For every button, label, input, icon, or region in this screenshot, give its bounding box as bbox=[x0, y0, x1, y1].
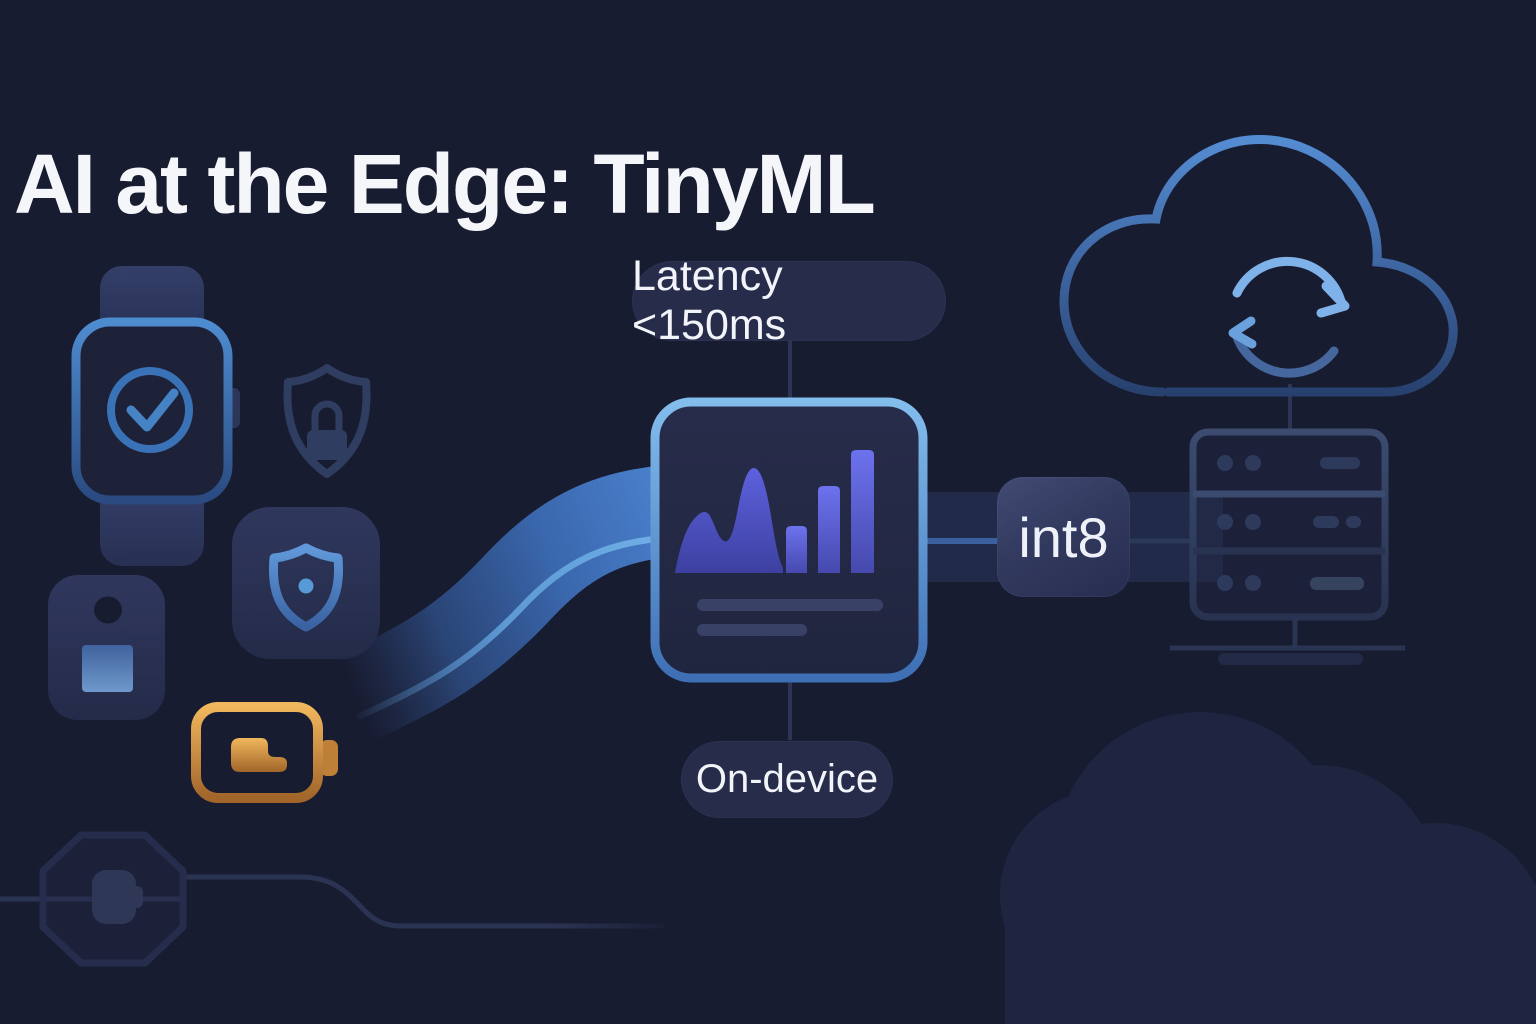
int8-label: int8 bbox=[1018, 505, 1109, 569]
int8-badge: int8 bbox=[997, 477, 1130, 597]
cloud-silhouette bbox=[1000, 712, 1536, 1024]
card-text-lines bbox=[697, 599, 883, 636]
shield-tile-icon bbox=[232, 507, 380, 659]
sensor-octagon-icon bbox=[0, 831, 665, 967]
on-device-pill: On-device bbox=[681, 741, 893, 818]
on-device-label: On-device bbox=[695, 757, 879, 801]
latency-pill: Latency <150ms bbox=[632, 252, 946, 349]
shield-lock-icon bbox=[283, 364, 371, 478]
server-icon bbox=[1170, 428, 1405, 665]
ribbon-flow bbox=[332, 464, 692, 742]
sync-icon bbox=[1228, 256, 1350, 378]
battery-icon bbox=[191, 702, 338, 803]
model-card-chart-icon bbox=[650, 397, 928, 683]
mini-area-chart bbox=[675, 450, 874, 573]
page-title: AI at the Edge: TinyML bbox=[14, 137, 876, 232]
latency-label: Latency <150ms bbox=[632, 252, 787, 349]
sensor-tag-icon bbox=[48, 575, 165, 720]
smartwatch-check-icon bbox=[71, 266, 240, 566]
cloud-icon bbox=[1059, 135, 1458, 397]
